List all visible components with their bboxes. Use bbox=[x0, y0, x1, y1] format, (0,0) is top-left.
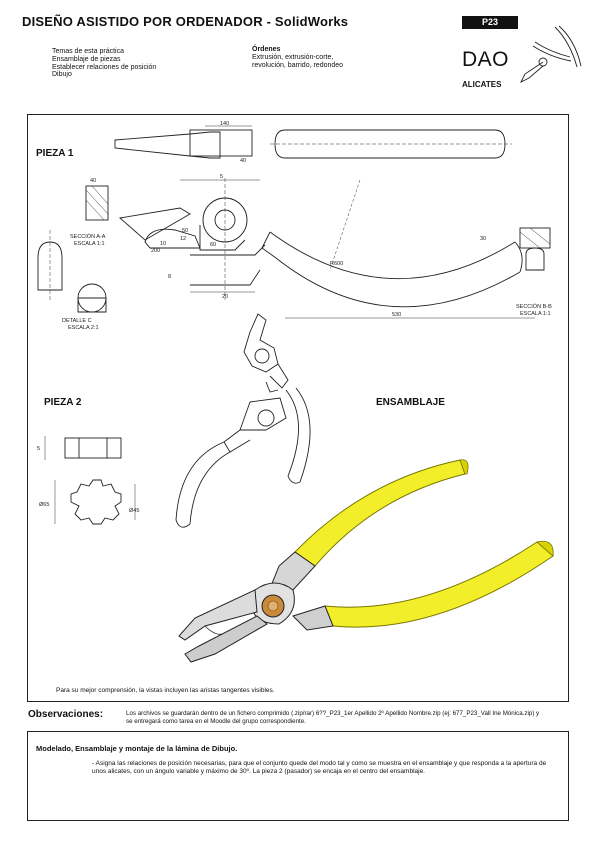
orders-item: Extrusión, extrusión-corte, bbox=[252, 53, 334, 61]
dim-140: 140 bbox=[220, 121, 229, 127]
pin-dim-65: Ø65 bbox=[39, 502, 49, 508]
instructions-text: - Asigna las relaciones de posición nece… bbox=[92, 760, 547, 776]
subtitle: ALICATES bbox=[462, 80, 502, 89]
section-bb-scale: ESCALA 1:1 bbox=[520, 311, 551, 317]
pieza1-front-view: 40 SECCIÓN A-A ESCALA 1:1 10 12 200 50 6… bbox=[37, 174, 552, 331]
observations-label: Observaciones: bbox=[28, 709, 104, 720]
orders-list: Órdenes Extrusión, extrusión-corte, revo… bbox=[252, 46, 343, 69]
topics-list: Temas de esta práctica Ensamblaje de pie… bbox=[52, 48, 156, 79]
topics-item: Ensamblaje de piezas bbox=[52, 55, 121, 63]
drawing-frame bbox=[27, 114, 569, 702]
page-title: DISEÑO ASISTIDO POR ORDENADOR - SolidWor… bbox=[22, 14, 349, 29]
pieza1-top-view: 140 40 bbox=[114, 121, 512, 164]
orders-title: Órdenes bbox=[252, 46, 281, 53]
dao-logo-text: DAO bbox=[462, 48, 510, 71]
section-aa-scale: ESCALA 1:1 bbox=[74, 241, 105, 247]
pieza2-views: 5 Ø65 Ø45 bbox=[37, 436, 139, 525]
dim-12: 12 bbox=[180, 236, 186, 242]
pieza2-label: PIEZA 2 bbox=[44, 397, 82, 408]
section-aa-title: SECCIÓN A-A bbox=[70, 233, 106, 240]
exploded-view bbox=[175, 313, 311, 528]
dim-10: 10 bbox=[160, 241, 166, 247]
topics-item: Temas de esta práctica bbox=[52, 48, 124, 55]
drawing-note: Para su mejor comprensión, la vistas inc… bbox=[56, 687, 275, 694]
instructions-title: Modelado, Ensamblaje y montaje de la lám… bbox=[36, 744, 238, 753]
ensamblaje-label: ENSAMBLAJE bbox=[376, 397, 445, 408]
section-bb-title: SECCIÓN B-B bbox=[516, 303, 552, 310]
dim-200: 200 bbox=[151, 248, 160, 254]
topics-item: Establecer relaciones de posición bbox=[52, 63, 157, 71]
dim-40: 40 bbox=[240, 158, 246, 164]
pieza1-label: PIEZA 1 bbox=[36, 148, 74, 159]
dim-530: 530 bbox=[392, 312, 401, 318]
orders-item: revolución, barrido, redondeo bbox=[252, 61, 344, 69]
topics-item: Dibujo bbox=[52, 71, 72, 79]
dim-40-section: 40 bbox=[90, 178, 96, 184]
observations-text: Los archivos se guardarán dentro de un f… bbox=[126, 710, 540, 725]
practice-code-badge: P23 bbox=[462, 16, 518, 29]
dim-5: 5 bbox=[220, 174, 223, 180]
pin-dim-45: Ø45 bbox=[129, 508, 139, 514]
dim-50: 50 bbox=[182, 228, 188, 234]
dim-r600: R600 bbox=[330, 261, 343, 267]
dim-8: 8 bbox=[168, 274, 171, 280]
dim-30: 30 bbox=[480, 236, 486, 242]
instructions-box bbox=[27, 731, 569, 821]
pliers-icon bbox=[519, 25, 582, 84]
dim-20: 20 bbox=[222, 294, 228, 300]
detail-c-scale: ESCALA 2:1 bbox=[68, 325, 99, 331]
dim-60: 60 bbox=[210, 242, 216, 248]
detail-c-title: DETALLE C bbox=[62, 318, 92, 324]
assembly-view bbox=[178, 459, 554, 663]
pin-dim-height: 5 bbox=[37, 446, 40, 452]
